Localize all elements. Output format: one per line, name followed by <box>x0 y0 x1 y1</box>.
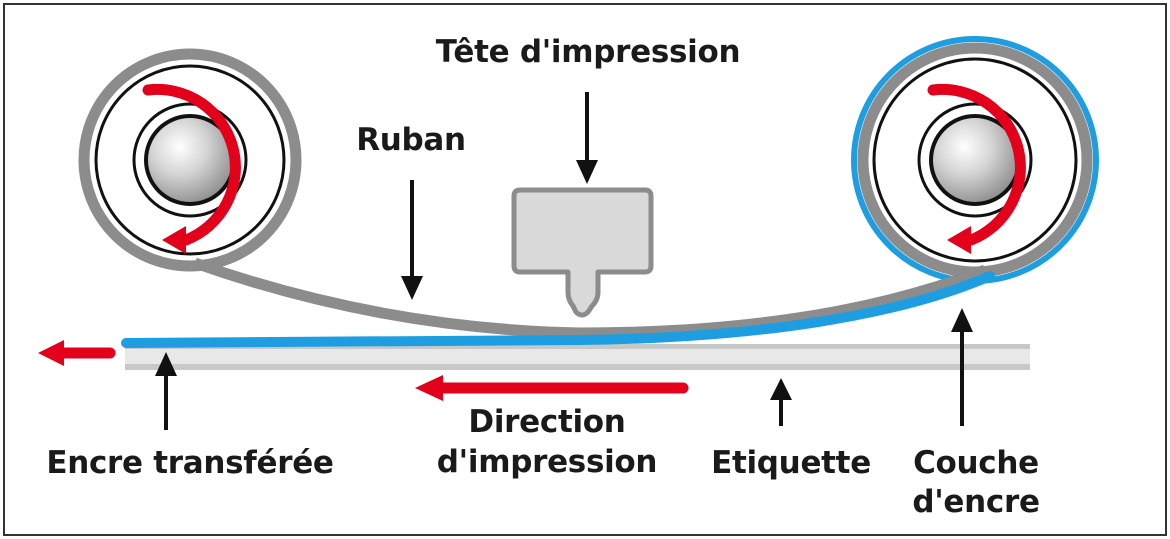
ribbon-label: Ruban <box>356 122 466 158</box>
take-up-rotation-arrow <box>927 83 1026 254</box>
supply-rotation-arrow <box>142 83 241 254</box>
label-pointer-arrow <box>770 378 792 426</box>
ink-layer-label-line1: Couche <box>913 445 1039 481</box>
print-head-pointer-arrow <box>576 92 598 184</box>
ribbon-path <box>193 257 987 339</box>
output-direction-arrow <box>38 340 116 366</box>
print-direction-arrow <box>415 375 689 401</box>
print-direction-label-line2: d'impression <box>437 444 657 480</box>
ink-layer <box>121 271 995 348</box>
print-direction-label-line1: Direction <box>468 404 625 440</box>
ink-layer-label-line2: d'encre <box>912 484 1039 520</box>
label-strip <box>125 344 1030 370</box>
ink-layer-pointer-arrow <box>951 308 973 426</box>
take-up-roll <box>851 36 1099 284</box>
supply-roll <box>78 48 302 272</box>
print-head <box>511 187 654 318</box>
print-head-label: Tête d'impression <box>436 34 741 70</box>
ribbon-pointer-arrow <box>401 180 423 300</box>
transferred-ink-pointer-arrow <box>155 352 177 430</box>
transferred-ink-label: Encre transférée <box>46 445 333 481</box>
label-strip-label: Etiquette <box>711 445 871 481</box>
